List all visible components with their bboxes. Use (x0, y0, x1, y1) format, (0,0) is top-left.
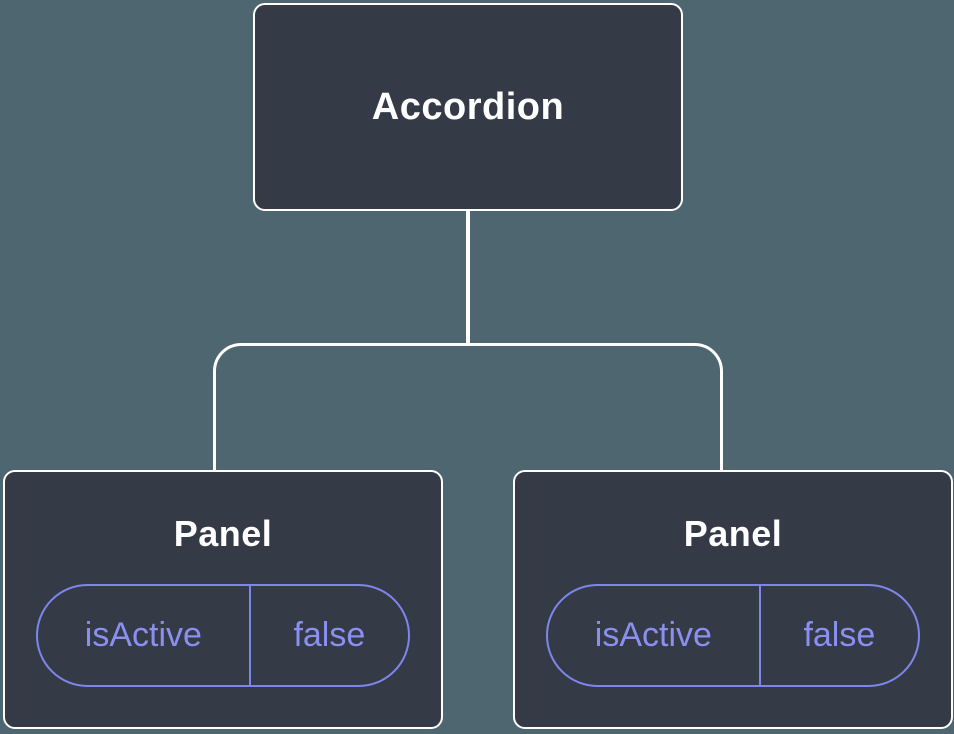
prop-name: isActive (594, 615, 712, 654)
connector-bracket (213, 343, 723, 471)
panel-node-left: Panel isActive false (3, 470, 443, 729)
prop-name-cell: isActive (38, 585, 251, 685)
panel-node-label: Panel (683, 513, 783, 554)
connector-stem (466, 210, 470, 344)
prop-pill: isActive false (546, 583, 920, 687)
prop-name: isActive (84, 615, 202, 654)
prop-name-cell: isActive (548, 585, 761, 685)
root-node-accordion: Accordion (253, 3, 683, 211)
panel-node-label: Panel (173, 513, 273, 554)
panel-node-right: Panel isActive false (513, 470, 953, 729)
prop-value-cell: false (251, 586, 408, 685)
prop-value: false (803, 615, 876, 654)
prop-pill: isActive false (36, 583, 410, 687)
prop-value: false (293, 615, 366, 654)
prop-value-cell: false (761, 586, 918, 685)
root-node-label: Accordion (371, 85, 565, 128)
